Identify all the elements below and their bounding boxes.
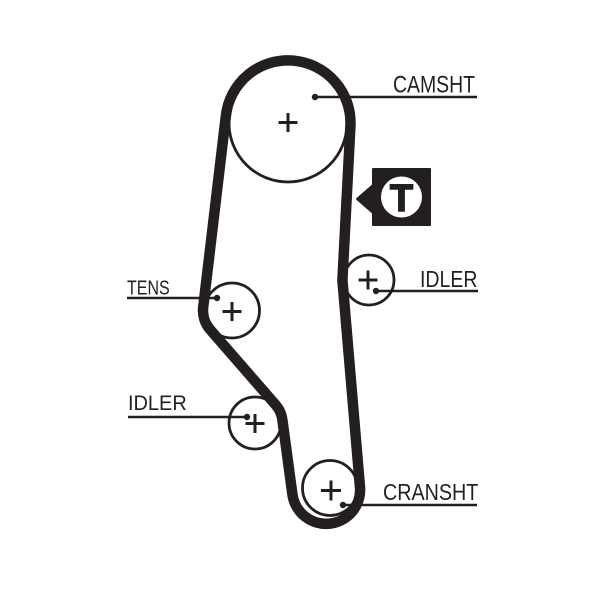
- idler-lower-callout: IDLER: [128, 392, 251, 421]
- tensioner-center-cross: [222, 302, 242, 321]
- camshaft-center-cross: [278, 113, 298, 132]
- idler-lower-label: IDLER: [128, 392, 187, 416]
- idler-right-label: IDLER: [420, 267, 478, 293]
- timing-belt: [197, 55, 366, 530]
- tension-marker-circle: [381, 176, 422, 218]
- idler-lower-center-cross: [245, 414, 265, 433]
- camshaft-leader-dot: [311, 93, 319, 101]
- tensioner-label: TENS: [127, 277, 170, 299]
- idler-right-callout: IDLER: [372, 267, 478, 295]
- camshaft-callout: CAMSHT: [311, 71, 477, 101]
- crankshaft-leader-dot: [339, 501, 347, 509]
- crankshaft-label: CRANSHT: [383, 478, 478, 505]
- idler-right-center-cross: [358, 270, 378, 290]
- crankshaft-callout: CRANSHT: [339, 478, 478, 509]
- camshaft-label: CAMSHT: [393, 71, 475, 98]
- crankshaft-center-cross: [321, 480, 341, 501]
- tensioner-leader-dot: [213, 294, 221, 302]
- idler-right-leader-dot: [372, 287, 380, 295]
- tensioner-callout: TENS: [127, 277, 221, 302]
- tension-marker-letter: T: [390, 178, 413, 220]
- idler-lower-leader-dot: [243, 413, 251, 421]
- tension-marker: T: [356, 168, 431, 226]
